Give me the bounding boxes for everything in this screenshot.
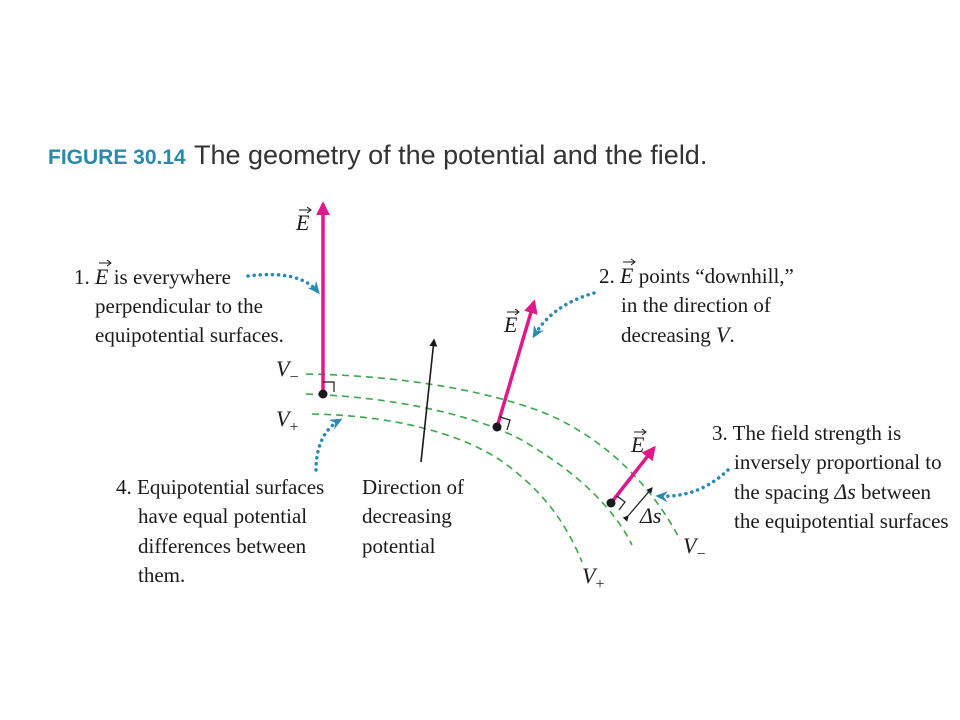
vector-hat-icon [634,428,647,436]
note-2-line-3: decreasing V. [621,322,735,347]
field-symbol-2: E [503,312,518,337]
v-minus-left: V− [276,356,298,386]
right-angle-marker-3 [616,495,626,511]
field-point-2 [492,422,502,432]
delta-s-arrow [622,487,653,522]
field-point-1 [318,389,328,399]
vector-hat-icon [299,206,312,214]
direction-note: Direction of decreasing potential [362,475,464,558]
note-2: 2. E points “downhill,” in the direction… [599,258,794,347]
field-arrow-2 [495,299,538,428]
right-angle-marker-2 [499,416,511,431]
equipotential-surfaces [305,373,681,563]
direction-note-line-1: Direction of [362,475,464,499]
note-4-line-2: have equal potential [138,504,307,528]
note-3-line-1: 3. The field strength is [712,421,901,445]
pointer-arrow-4 [314,418,343,472]
equipotential-curve-middle [305,393,633,546]
pointer-arrow-3 [655,468,730,503]
field-symbol-3: E [630,432,645,457]
note-4-line-3: differences between [138,534,307,558]
v-plus-left: V+ [276,406,298,436]
note-2-line-1: 2. E points “downhill,” [599,263,794,288]
field-vector-3 [606,445,656,522]
note-1: 1. E is everywhere perpendicular to the … [74,259,284,347]
note-3: 3. The field strength is inversely propo… [712,421,949,533]
field-vector-2 [492,299,538,432]
field-symbol-top: E [295,210,310,235]
delta-s-label: Δs [639,503,661,528]
field-label-2: E [503,308,520,337]
note-1-line-3: equipotential surfaces. [95,323,284,347]
right-angle-marker-1 [323,381,335,392]
note-3-line-3: the spacing Δs between [734,479,932,504]
pointer-arrows [246,272,730,503]
field-label-3: E [630,428,647,457]
note-1-line-1: 1. E is everywhere [74,264,231,289]
field-label-top: E [295,206,312,235]
figure-label: FIGURE 30.14 [48,146,186,169]
vector-hat-icon [507,308,520,316]
note-1-line-2: perpendicular to the [95,294,263,318]
note-4-line-1: 4. Equipotential surfaces [116,475,324,499]
note-3-line-2: inversely proportional to [734,450,942,474]
vector-hat-icon [99,259,112,267]
direction-note-line-3: potential [362,534,436,558]
note-2-line-2: in the direction of [621,293,771,317]
v-minus-right: V− [683,533,705,563]
vector-hat-icon [623,258,636,266]
direction-arrow [420,338,438,463]
note-4: 4. Equipotential surfaces have equal pot… [116,475,324,587]
field-vector-1 [316,201,335,399]
pointer-arrow-1 [246,272,320,295]
note-3-line-4: the equipotential surfaces [734,509,949,533]
figure-caption: The geometry of the potential and the fi… [194,140,707,170]
equipotential-curve-inner [311,413,583,563]
field-point-3 [606,498,616,508]
field-arrow-3 [609,445,656,505]
pointer-arrow-2 [532,291,596,339]
note-4-line-4: them. [138,563,185,587]
v-plus-right: V+ [582,563,604,593]
equipotential-curve-outer [305,373,681,541]
direction-note-line-2: decreasing [362,504,452,528]
